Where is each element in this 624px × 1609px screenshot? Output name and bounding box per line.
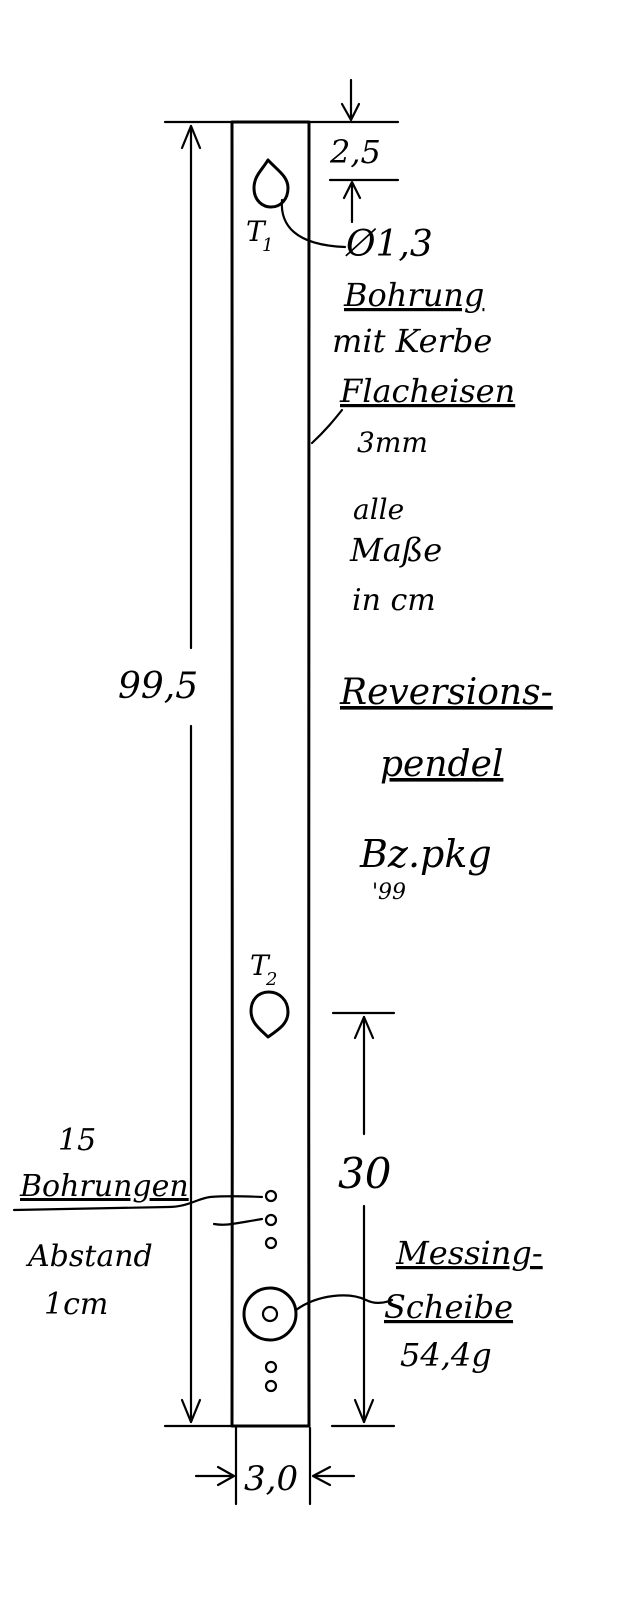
disk-leader-line	[294, 1294, 394, 1312]
svg-text:1: 1	[262, 235, 273, 256]
pivot-hole-t2	[249, 990, 290, 1039]
year-mark: '99	[372, 880, 406, 905]
total-length-dimension	[163, 120, 234, 1428]
svg-text:2: 2	[265, 969, 277, 990]
disk-label-line-1: Messing-	[395, 1234, 543, 1272]
pivot-hole-t1	[252, 158, 290, 209]
units-note-1: alle	[353, 493, 404, 526]
width-dimension	[194, 1426, 356, 1506]
pivot-label-t2: T 2	[250, 949, 277, 990]
pivot-label-t1: T 1	[246, 215, 273, 256]
lower-length-dimension	[330, 1011, 396, 1428]
adjustment-holes	[264, 1189, 278, 1393]
disk-label-line-2: Scheibe	[384, 1288, 513, 1326]
hole-label-line-1: Bohrung	[343, 276, 484, 314]
top-offset-dimension	[306, 78, 400, 224]
holes-label: Bohrungen	[19, 1169, 189, 1204]
svg-text:T: T	[250, 949, 271, 982]
lower-length-value: 30	[338, 1149, 391, 1198]
brass-disk	[242, 1286, 298, 1342]
top-offset-value: 2,5	[329, 133, 381, 171]
title-line-2: pendel	[380, 744, 503, 785]
svg-text:T: T	[246, 215, 267, 248]
author-mark: Bz.pkg	[359, 832, 492, 876]
hole-leader-line	[280, 198, 347, 249]
units-note-3: in cm	[352, 583, 436, 618]
units-note-2: Maße	[349, 531, 442, 569]
holes-leader-line-2	[212, 1217, 264, 1226]
title-line-1: Reversions-	[339, 672, 553, 713]
disk-mass: 54,4g	[400, 1336, 492, 1374]
spacing-label: Abstand	[25, 1239, 153, 1274]
flat-iron-bar	[230, 120, 311, 1428]
material-label: Flacheisen	[339, 372, 515, 410]
holes-count: 15	[58, 1123, 96, 1158]
material-leader-line	[310, 408, 344, 445]
total-length-value: 99,5	[118, 666, 198, 707]
hole-label-line-2: mit Kerbe	[332, 322, 492, 360]
hole-diameter: Ø1,3	[345, 224, 433, 265]
width-value: 3,0	[244, 1459, 298, 1499]
spacing-value: 1cm	[44, 1287, 108, 1322]
holes-leader-line-1	[12, 1195, 264, 1212]
thickness-value: 3mm	[357, 426, 428, 459]
